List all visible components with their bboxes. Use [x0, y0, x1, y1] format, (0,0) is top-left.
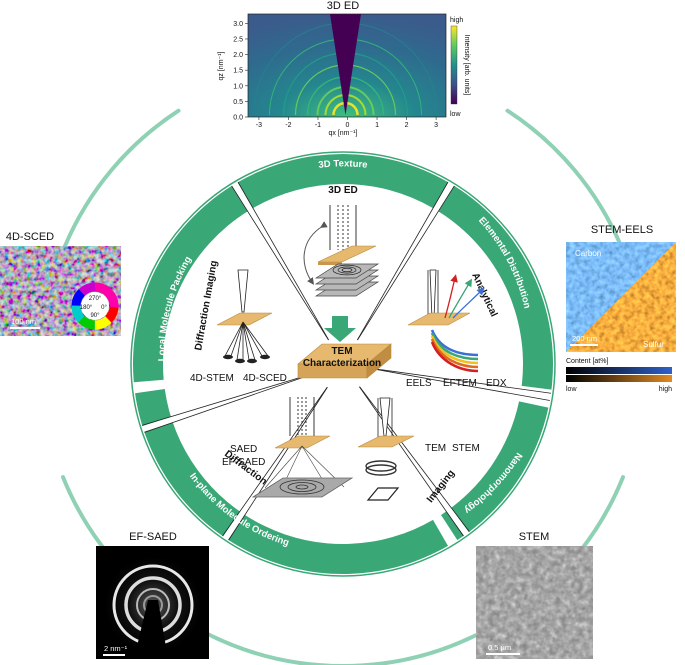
panel-title-3d-ed: 3D ED	[327, 0, 359, 12]
panel-ef-saed: EF-SAED 2 nm⁻¹	[96, 531, 209, 659]
eels-scale-label: 200 nm	[572, 334, 597, 343]
technique-eels: EELS	[406, 378, 432, 389]
ed-colorbar	[451, 26, 457, 104]
ed-xtick-0: -3	[256, 122, 262, 129]
panel-3d-ed: 3D ED -3 -2 -1 0 1 2 3 0.0 0.5 1.0 1.5 2.0 2.5 3.0 q…	[218, 0, 470, 137]
saed-scale-bar	[103, 654, 125, 656]
eels-sulfur-label: Sulfur	[643, 340, 664, 349]
panel-title-stem-eels: STEM-EELS	[591, 224, 653, 236]
ed-y-axis-ticks: 0.0 0.5 1.0 1.5 2.0 2.5 3.0	[233, 21, 248, 122]
eels-carbon-label: Carbon	[575, 249, 601, 258]
ed-xtick-5: 2	[405, 122, 409, 129]
technique-saed: SAED	[230, 444, 257, 455]
sced-angle-180: 180°	[80, 305, 93, 311]
panel-title-4d-sced: 4D-SCED	[6, 231, 54, 243]
ed-xtick-4: 1	[375, 122, 379, 129]
ed-ytick-5: 2.5	[233, 36, 243, 43]
sced-scale-bar	[10, 327, 40, 329]
technique-stem: STEM	[452, 443, 480, 454]
saed-scale-label: 2 nm⁻¹	[104, 644, 128, 653]
ed-ytick-4: 2.0	[233, 52, 243, 59]
ed-x-axis-label: qx [nm⁻¹]	[329, 130, 358, 137]
ed-xtick-1: -2	[285, 122, 291, 129]
technique-4d-stem: 4D-STEM	[190, 373, 234, 384]
sced-color-wheel: 270° 180° 0° 90°	[76, 287, 114, 325]
ed-colorbar-high: high	[450, 17, 463, 24]
outer-arc-4	[65, 111, 179, 246]
section-title-3d-ed: 3D ED	[328, 185, 357, 196]
outer-arc-2	[206, 633, 480, 665]
eels-legend-low: low	[566, 386, 577, 393]
ed-colorbar-label: Intensity [arb. units]	[463, 35, 470, 96]
eels-legend-sulfur	[566, 375, 672, 382]
panel-4d-sced: 4D-SCED 270° 180° 0° 90° 100 nm	[0, 231, 121, 336]
technique-tem: TEM	[425, 443, 446, 454]
panel-title-ef-saed: EF-SAED	[129, 531, 177, 543]
ed-xtick-3: 0	[346, 122, 350, 129]
ed-y-axis-label: qz [nm⁻¹]	[218, 51, 225, 80]
ed-ytick-6: 3.0	[233, 21, 243, 28]
sced-scale-label: 100 nm	[11, 317, 36, 326]
stem-scale-label: 0.5 µm	[488, 643, 511, 652]
center-label-tem: TEM	[331, 346, 352, 357]
eels-scale-bar	[570, 344, 598, 346]
center-label-characterization: Characterization	[303, 358, 381, 369]
eels-legend-high: high	[659, 386, 672, 393]
panel-stem: STEM 0.5 µm	[476, 531, 593, 659]
band-label-3d-texture: 3D Texture	[318, 158, 368, 171]
eels-legend-title: Content [at%]	[566, 358, 608, 365]
ed-ytick-2: 1.0	[233, 83, 243, 90]
panel-title-stem: STEM	[519, 531, 550, 543]
ed-ytick-3: 1.5	[233, 68, 243, 75]
ed-colorbar-low: low	[450, 111, 461, 118]
sced-angle-0: 0°	[101, 305, 107, 311]
sced-angle-90: 90°	[90, 313, 100, 319]
ed-ytick-1: 0.5	[233, 99, 243, 106]
sced-angle-270: 270°	[89, 296, 102, 302]
technique-ef-saed: EF-SAED	[222, 457, 265, 468]
stem-scale-bar	[486, 653, 520, 655]
ed-x-axis-ticks: -3 -2 -1 0 1 2 3	[256, 117, 438, 129]
technique-4d-sced: 4D-SCED	[243, 373, 287, 384]
panel-stem-eels: STEM-EELS Carbon Sulfur 200 nm Content […	[566, 224, 676, 393]
technique-eftem: EFTEM	[443, 378, 477, 389]
technique-edx: EDX	[486, 378, 507, 389]
eels-legend-carbon	[566, 367, 672, 374]
ed-xtick-6: 3	[434, 122, 438, 129]
ed-xtick-2: -1	[315, 122, 321, 129]
ed-ytick-0: 0.0	[233, 115, 243, 122]
